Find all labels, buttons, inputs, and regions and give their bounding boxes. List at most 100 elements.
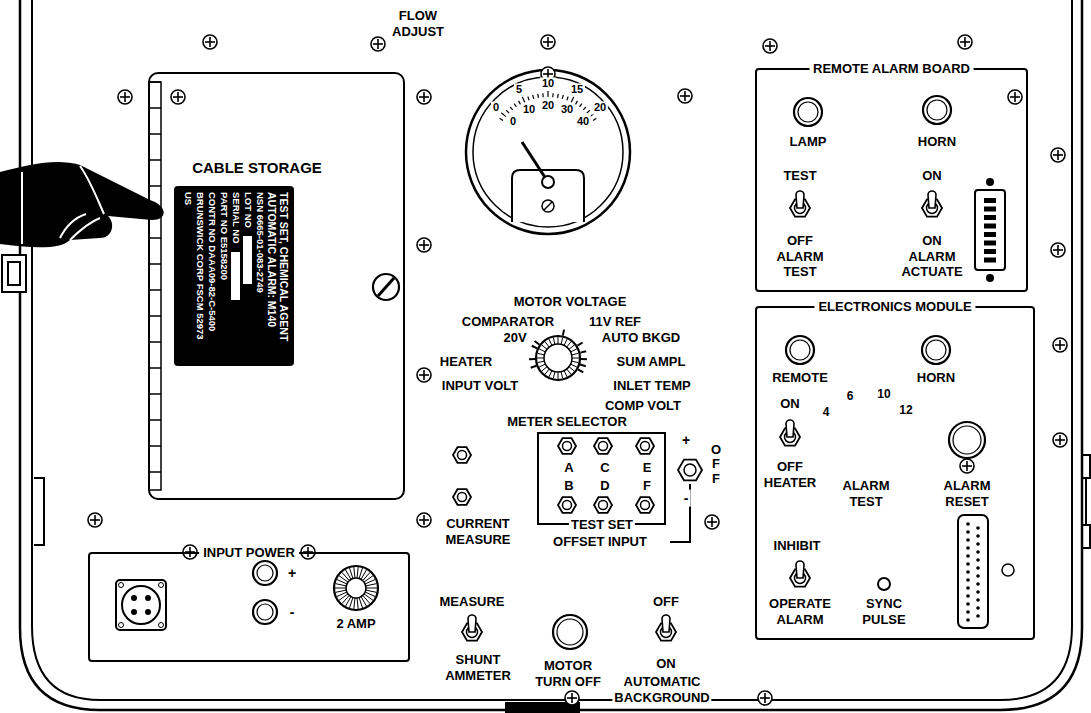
selector-tick <box>563 330 564 336</box>
selector-tick <box>532 346 537 349</box>
control-label: 6 <box>845 389 856 403</box>
blank-field <box>243 236 252 284</box>
scale-tick <box>500 118 503 120</box>
connector-pin <box>976 590 980 594</box>
flowmeter <box>473 77 623 227</box>
screw <box>1008 90 1022 104</box>
control-label: ON <box>778 396 802 412</box>
meter-needle <box>522 142 548 182</box>
screw <box>1051 243 1065 257</box>
nameplate: TEST SET, CHEMICAL AGENT AUTOMATIC ALARM… <box>174 186 294 366</box>
d-connector <box>958 515 988 628</box>
screw <box>1051 148 1065 162</box>
indicator <box>1002 564 1014 576</box>
control-label: OFFSET INPUT <box>551 534 649 550</box>
selector-tick <box>580 351 586 352</box>
screw <box>1053 338 1067 352</box>
thumbscrew <box>373 274 399 300</box>
screw <box>417 368 431 382</box>
control-label: HORN <box>915 370 957 386</box>
control-label: INHIBIT <box>772 538 823 554</box>
meter-base <box>512 170 584 222</box>
lamp-button <box>553 615 587 649</box>
hinge-knuckle <box>149 471 161 473</box>
flowmeter <box>466 70 630 234</box>
scale-tick <box>542 93 544 97</box>
connector-pin <box>984 241 996 246</box>
connector-pin <box>976 598 980 602</box>
hinge-knuckle <box>149 315 161 317</box>
control-label: + <box>680 432 692 449</box>
control-label: TEST <box>781 168 818 184</box>
power-connector <box>116 580 166 630</box>
jack <box>453 447 471 463</box>
selector-tick <box>580 365 586 367</box>
connector-pin <box>984 215 996 220</box>
control-label: INPUT VOLT <box>440 378 520 394</box>
screw <box>371 37 385 51</box>
hinge-knuckle <box>149 133 161 135</box>
connector-screw <box>159 623 164 628</box>
scale-tick <box>593 118 596 120</box>
control-label: ALARM RESET <box>942 478 993 509</box>
connector-screw <box>119 623 124 628</box>
nameplate-line: SERIAL NO <box>230 192 242 360</box>
connector-stud <box>986 274 994 282</box>
control-label: COMP VOLT <box>603 398 683 414</box>
control-label: OFF ALARM TEST <box>775 233 826 280</box>
offset-input-box: ACEBDF <box>537 432 666 525</box>
connector-pin <box>966 522 970 526</box>
control-label: ON ALARM ACTUATE <box>899 233 964 280</box>
blank-field <box>231 252 240 300</box>
screw <box>203 35 217 49</box>
hinge-knuckle <box>149 81 161 83</box>
lamp-button <box>922 336 950 364</box>
toggle-switch <box>780 420 800 446</box>
control-label: COMPARATOR <box>460 314 556 330</box>
nameplate-line: BRUNSWICK CORP FSCM 52973 <box>194 192 206 360</box>
zero-screw <box>542 200 554 212</box>
control-label: HORN <box>916 134 958 150</box>
connector-pin <box>976 534 980 538</box>
case-outline <box>32 0 1072 700</box>
connector-pin <box>976 574 980 578</box>
connector-pin <box>984 232 996 237</box>
connector-pin <box>966 610 970 614</box>
sync-pulse-jack <box>878 578 890 590</box>
control-label: MOTOR TURN OFF <box>530 658 606 689</box>
jack-letter: E <box>643 460 652 475</box>
scale-tick <box>583 107 586 110</box>
scale-tick <box>510 107 513 110</box>
control-label: OFF HEATER <box>762 459 818 490</box>
screw <box>88 513 102 527</box>
nameplate-line: TEST SET, CHEMICAL AGENT AUTOMATIC ALARM… <box>266 192 290 360</box>
connector-pin <box>976 582 980 586</box>
screw <box>958 35 972 49</box>
scale-tick <box>587 110 590 113</box>
connector-pin <box>966 554 970 558</box>
nameplate-text: TEST SET, CHEMICAL AGENT AUTOMATIC ALARM… <box>174 186 294 366</box>
scale-number: 10 <box>540 77 556 90</box>
hinge <box>1082 455 1090 548</box>
jack-letter: D <box>600 478 609 493</box>
screw <box>960 459 974 473</box>
control-label: FLOW ADJUST <box>390 8 446 39</box>
needle-pivot <box>542 176 554 188</box>
control-label: ON <box>654 656 678 672</box>
connector-pin <box>966 562 970 566</box>
latch <box>34 478 44 545</box>
scale-tick <box>537 94 539 98</box>
screw <box>417 238 431 252</box>
pointing-hand <box>0 162 164 247</box>
jack <box>636 497 654 513</box>
jack <box>594 497 612 513</box>
thumbscrew-slot <box>378 278 394 296</box>
control-label: METER SELECTOR <box>505 414 629 430</box>
scale-number: 30 <box>559 103 575 116</box>
screw <box>565 691 579 705</box>
control-label: 10 <box>875 387 892 401</box>
scale-number: 15 <box>569 83 585 96</box>
selector-tick <box>534 341 539 345</box>
toggle-switch <box>790 561 810 587</box>
scale-number: 0 <box>508 115 518 128</box>
